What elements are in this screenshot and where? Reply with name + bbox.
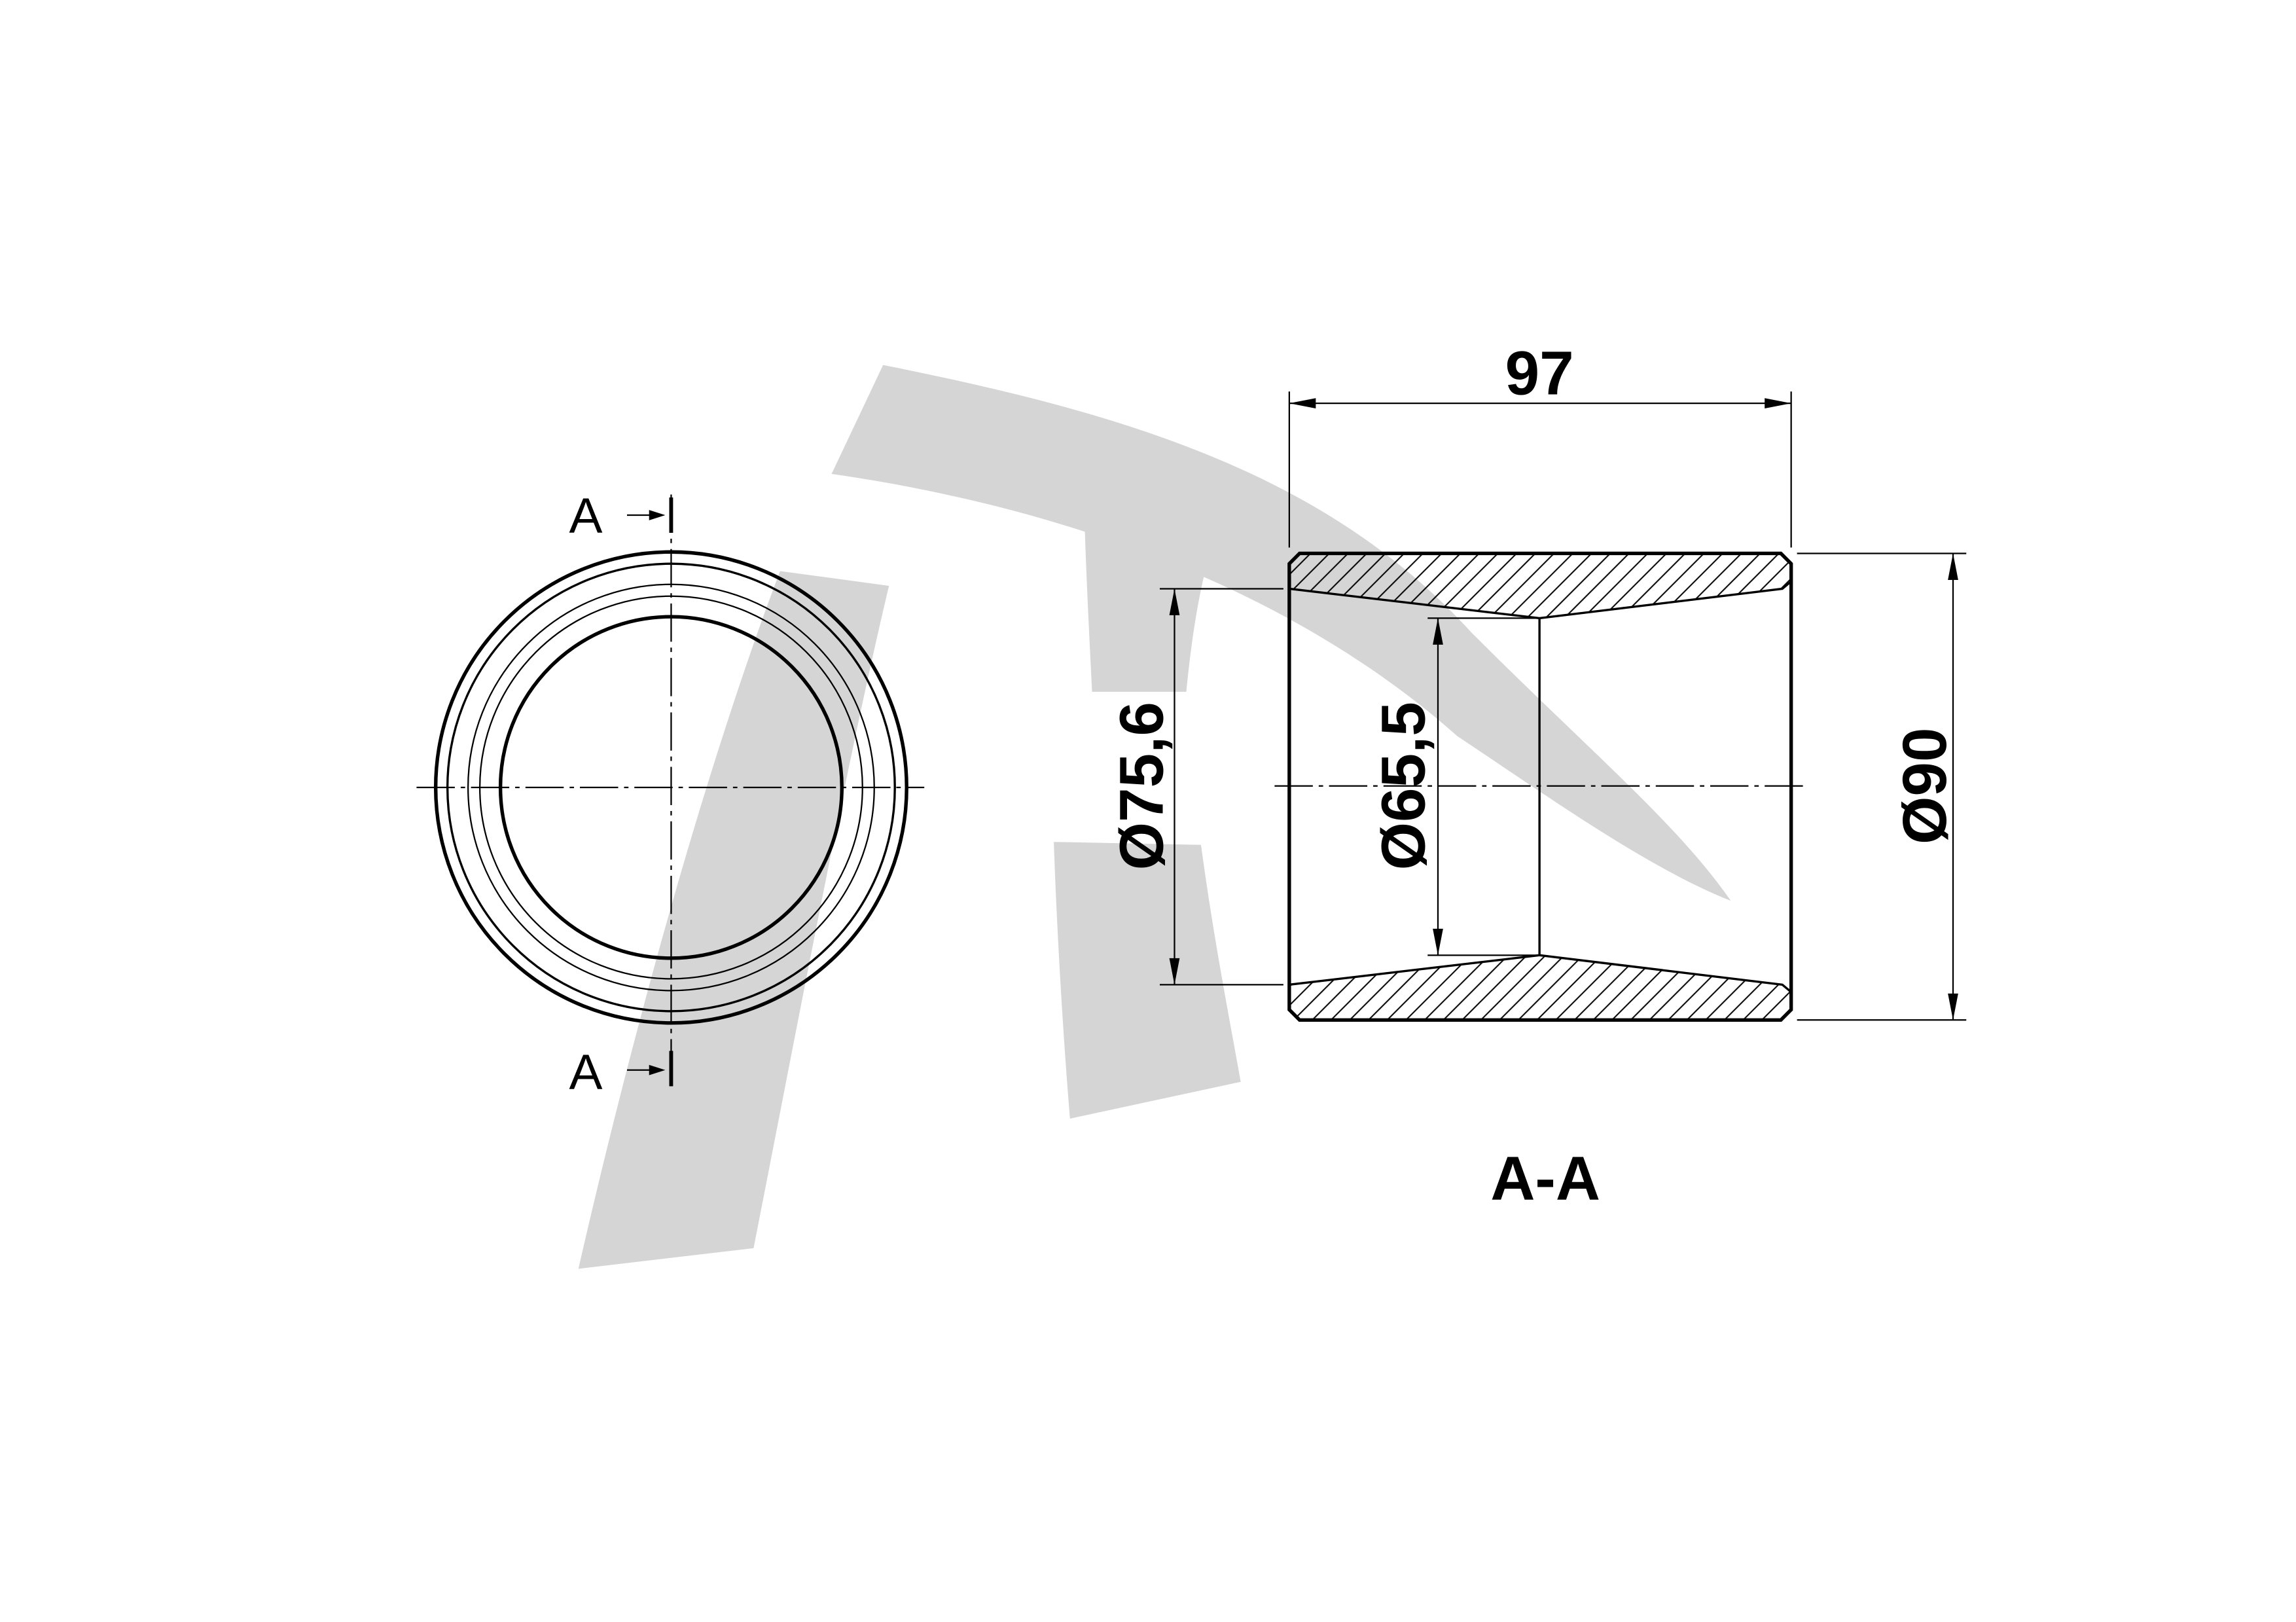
section-view: 97 Ø75,6 Ø65,5 Ø90 A-A [1107,340,1967,1214]
watermark-middle-stroke-upper [1085,525,1211,692]
bore-middle-arrow-top [1433,618,1443,645]
outer-diameter-text: Ø90 [1891,728,1960,844]
bore-end-arrow-bottom [1169,958,1180,985]
bore-end-diameter-text: Ø75,6 [1107,702,1176,870]
end-view: A A [416,488,925,1100]
top-bore-taper-line [1289,580,1792,620]
section-arrowhead-bottom [649,1064,666,1075]
bore-end-arrow-top [1169,588,1180,615]
length-arrow-left [1289,398,1316,408]
bore-middle-arrow-bottom [1433,928,1443,956]
watermark-left-stroke [578,571,889,1269]
outer-arrow-bottom [1948,993,1958,1020]
watermark-swoosh [831,365,1731,901]
bushing-outline [1287,551,1793,1022]
length-dimension-text: 97 [1505,340,1574,408]
watermark-logo [578,365,1731,1269]
outer-arrow-top [1948,553,1958,580]
length-arrow-right [1765,398,1791,408]
section-label: A-A [1490,1145,1600,1214]
watermark-middle-stroke-lower [1054,842,1241,1119]
section-marker-bottom: A [569,1045,603,1100]
bore-middle-diameter-text: Ø65,5 [1370,702,1439,870]
section-arrowhead-top [649,510,666,520]
bottom-bore-taper-line [1289,954,1792,993]
section-marker-top: A [569,488,603,544]
